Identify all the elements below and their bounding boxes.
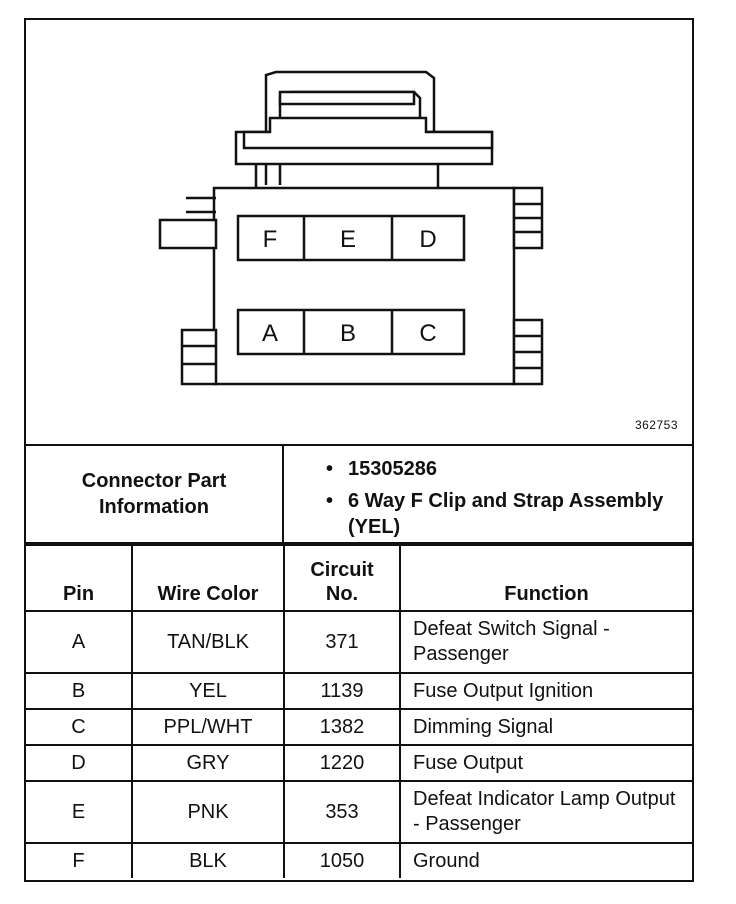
pin-cell: E: [26, 780, 133, 844]
part-number: 15305286: [326, 456, 686, 482]
wire-color-cell: GRY: [131, 744, 285, 782]
circuit-cell: 371: [283, 610, 401, 674]
wire-color-cell: BLK: [131, 842, 285, 878]
pin-cell: A: [26, 610, 133, 674]
table-row: E PNK 353 Defeat Indicator Lamp Output -…: [26, 780, 692, 844]
circuit-cell: 353: [283, 780, 401, 844]
header-pin: Pin: [26, 544, 133, 612]
pin-label-b: B: [340, 320, 356, 347]
pin-table: Pin Wire Color Circuit No. Function A TA…: [26, 544, 692, 878]
header-wire-color: Wire Color: [131, 544, 285, 612]
connector-part-info: Connector Part Information 15305286 6 Wa…: [26, 444, 692, 544]
left-tab-lower: [180, 328, 218, 386]
circuit-cell: 1050: [283, 842, 401, 878]
pin-cell: B: [26, 672, 133, 710]
table-row: A TAN/BLK 371 Defeat Switch Signal - Pas…: [26, 610, 692, 674]
wire-color-cell: PPL/WHT: [131, 708, 285, 746]
pin-label-c: C: [419, 320, 436, 347]
wire-color-cell: TAN/BLK: [131, 610, 285, 674]
connector-drawing: F E D A B C: [158, 70, 544, 386]
header-function: Function: [399, 544, 692, 612]
part-info-label: Connector Part Information: [26, 446, 284, 542]
table-row: F BLK 1050 Ground: [26, 842, 692, 878]
bottom-row-cavities: [236, 308, 466, 356]
wire-color-cell: PNK: [131, 780, 285, 844]
wire-color-cell: YEL: [131, 672, 285, 710]
connector-diagram: F E D A B C 362753: [26, 20, 692, 442]
connector-sheet: F E D A B C 362753 Connector Part Inform…: [24, 18, 694, 882]
latch-block: [242, 116, 494, 150]
table-row: C PPL/WHT 1382 Dimming Signal: [26, 708, 692, 746]
pin-label-e: E: [340, 226, 356, 253]
table-header-row: Pin Wire Color Circuit No. Function: [26, 544, 692, 612]
circuit-cell: 1382: [283, 708, 401, 746]
pin-cell: D: [26, 744, 133, 782]
function-cell: Defeat Switch Signal - Passenger: [399, 610, 692, 674]
function-cell: Fuse Output Ignition: [399, 672, 692, 710]
function-cell: Dimming Signal: [399, 708, 692, 746]
function-cell: Ground: [399, 842, 692, 878]
function-cell: Fuse Output: [399, 744, 692, 782]
pin-cell: C: [26, 708, 133, 746]
figure-id: 362753: [634, 418, 678, 432]
table-row: B YEL 1139 Fuse Output Ignition: [26, 672, 692, 710]
header-circuit: Circuit No.: [283, 544, 401, 612]
circuit-cell: 1139: [283, 672, 401, 710]
circuit-cell: 1220: [283, 744, 401, 782]
pin-label-f: F: [263, 226, 278, 253]
pin-cell: F: [26, 842, 133, 878]
part-description: 6 Way F Clip and Strap Assembly (YEL): [326, 488, 686, 540]
pin-label-a: A: [262, 320, 278, 347]
part-info-list: 15305286 6 Way F Clip and Strap Assembly…: [326, 456, 686, 546]
latch-bar: [278, 90, 416, 106]
table-row: D GRY 1220 Fuse Output: [26, 744, 692, 782]
left-tab-upper: [158, 218, 218, 250]
latch-outer: [264, 70, 436, 185]
pin-label-d: D: [419, 226, 436, 253]
function-cell: Defeat Indicator Lamp Output - Passenger: [399, 780, 692, 844]
top-row-cavities: [236, 214, 466, 262]
